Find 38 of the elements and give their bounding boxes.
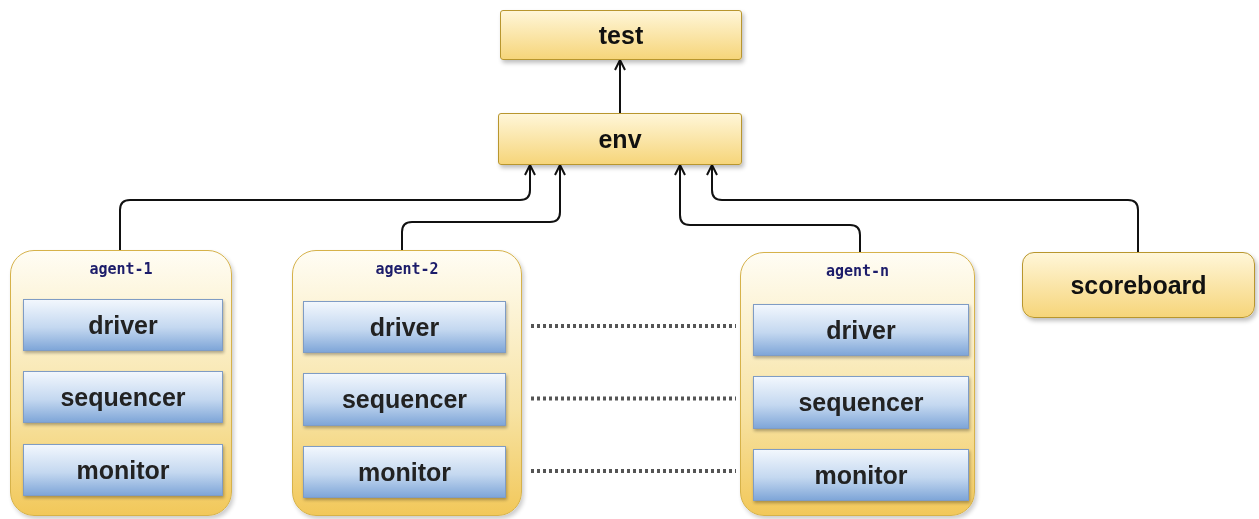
component-box — [303, 373, 506, 426]
component-box — [23, 299, 223, 351]
node-label: test — [598, 20, 644, 50]
agent-heading: agent-1 — [88, 260, 154, 278]
component-box — [1022, 252, 1255, 318]
arrow — [706, 164, 1139, 253]
component-box — [303, 446, 506, 498]
agent-container — [740, 252, 975, 516]
component-box — [23, 444, 223, 496]
arrow — [401, 164, 566, 251]
node-label: driver — [88, 310, 158, 340]
node-label: monitor — [76, 455, 170, 485]
agent-container — [292, 250, 522, 516]
agent-heading: agent-2 — [374, 260, 440, 278]
component-box — [753, 376, 969, 429]
component-box — [303, 301, 506, 353]
node-label: sequencer — [60, 382, 186, 412]
node-label: sequencer — [341, 385, 468, 414]
component-box — [498, 113, 742, 165]
arrow — [614, 59, 626, 114]
arrow — [119, 164, 536, 251]
agent-heading: agent-n — [824, 262, 891, 280]
component-box — [753, 449, 969, 501]
node-label: monitor — [814, 460, 908, 490]
dotted-line — [531, 324, 736, 328]
node-label: monitor — [357, 457, 451, 487]
node-label: env — [598, 124, 642, 154]
node-label: driver — [826, 315, 896, 345]
dotted-line — [531, 469, 736, 473]
node-label: scoreboard — [1070, 270, 1207, 300]
dotted-line — [531, 396, 736, 401]
component-box — [500, 10, 742, 60]
component-box — [753, 304, 969, 356]
node-label: sequencer — [798, 388, 924, 417]
arrow — [674, 164, 861, 253]
component-box — [23, 371, 223, 423]
agent-container — [10, 250, 232, 516]
node-label: driver — [369, 312, 440, 342]
